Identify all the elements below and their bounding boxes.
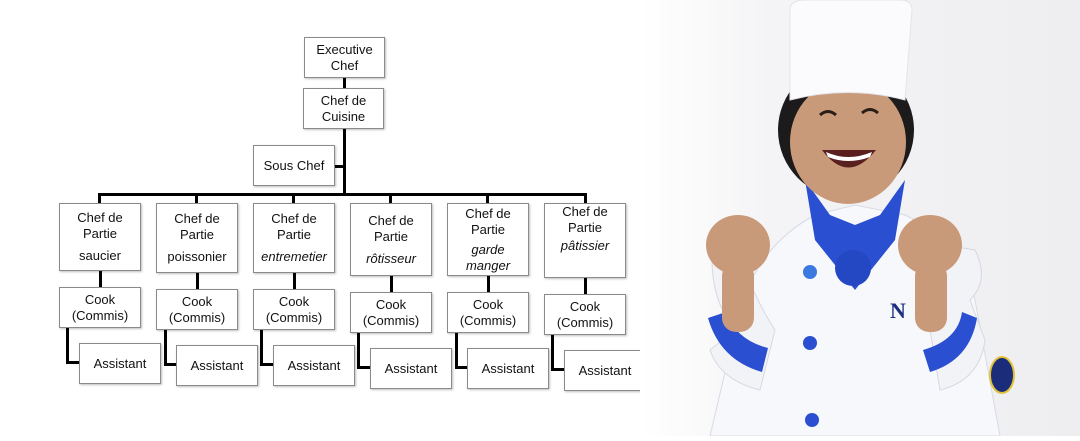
box-label: Assistant: [287, 357, 341, 373]
logo-text: N: [890, 298, 906, 323]
cook-commis-box: Cook (Commis): [447, 292, 529, 333]
box-label: (Commis): [556, 314, 614, 330]
connector: [551, 334, 554, 371]
specialty-label: entremetier: [261, 249, 327, 264]
box-label: Chef de: [271, 211, 317, 226]
box-label: Partie: [471, 221, 505, 237]
box-label: Partie: [374, 228, 408, 244]
chef-de-partie-garde-manger-box: Chef de Partie garde manger: [447, 203, 529, 276]
box-label: Chef de: [465, 205, 511, 221]
connector: [260, 363, 274, 366]
box-label: Chef de: [174, 211, 220, 226]
cook-commis-box: Cook (Commis): [350, 292, 432, 333]
specialty-label: saucier: [79, 248, 121, 263]
box-label: (Commis): [265, 309, 323, 325]
connector: [390, 276, 393, 293]
box-label: Assistant: [578, 362, 632, 378]
sous-chef-box: Sous Chef: [253, 145, 335, 186]
box-label: Assistant: [190, 357, 244, 373]
box-label: Cuisine: [321, 108, 366, 124]
connector: [584, 193, 587, 204]
box-label: Cook: [181, 293, 213, 309]
connector: [455, 332, 458, 369]
assistant-box: Assistant: [79, 343, 161, 384]
cook-commis-box: Cook (Commis): [253, 289, 335, 330]
connector: [551, 368, 565, 371]
connector: [164, 363, 178, 366]
box-label: Sous Chef: [263, 157, 325, 173]
cook-commis-box: Cook (Commis): [156, 289, 238, 330]
assistant-box: Assistant: [176, 345, 258, 386]
chef-photo: N: [640, 0, 1080, 437]
connector: [98, 193, 101, 204]
box-label: Cook: [375, 296, 407, 312]
connector: [343, 128, 346, 194]
box-label: (Commis): [362, 312, 420, 328]
box-label: (Commis): [459, 312, 517, 328]
kitchen-brigade-org-chart: Executive Chef Chef de Cuisine Sous Chef…: [59, 37, 646, 391]
connector: [195, 193, 198, 204]
assistant-box: Assistant: [564, 350, 646, 391]
box-label: Cook: [84, 291, 116, 307]
connector: [486, 193, 489, 204]
specialty-label: pâtissier: [560, 238, 610, 253]
box-label: Cook: [569, 298, 601, 314]
box-label: Assistant: [481, 360, 535, 376]
assistant-box: Assistant: [370, 348, 452, 389]
box-label: Partie: [83, 226, 117, 241]
specialty-label: rôtisseur: [366, 250, 416, 266]
connector: [487, 276, 490, 293]
connector: [357, 366, 371, 369]
box-label: Partie: [277, 227, 311, 242]
cook-commis-box: Cook (Commis): [544, 294, 626, 335]
connector: [293, 273, 296, 290]
chef-illustration-icon: N: [706, 0, 1015, 437]
connector: [389, 193, 392, 204]
box-label: Chef de: [77, 210, 123, 225]
chef-de-partie-rotisseur-box: Chef de Partie rôtisseur: [350, 203, 432, 276]
connector: [292, 193, 295, 204]
box-label: Chef de: [368, 212, 414, 228]
box-label: Assistant: [93, 355, 147, 371]
connector: [164, 329, 167, 366]
box-label: (Commis): [168, 309, 226, 325]
chef-de-partie-patissier-box: Chef de Partie pâtissier: [544, 203, 626, 278]
connector: [334, 165, 344, 168]
connector: [99, 271, 102, 288]
connector: [66, 327, 69, 364]
specialty-label: poissonier: [167, 249, 227, 264]
box-label: Chef de: [562, 204, 608, 219]
box-label: Chef: [330, 57, 359, 73]
assistant-box: Assistant: [273, 345, 355, 386]
connector: [260, 329, 263, 366]
chef-de-partie-saucier-box: Chef de Partie saucier: [59, 203, 141, 271]
chef-de-partie-entremetier-box: Chef de Partie entremetier: [253, 203, 335, 273]
box-label: (Commis): [71, 307, 129, 323]
connector: [455, 366, 469, 369]
chef-de-partie-poissonier-box: Chef de Partie poissonier: [156, 203, 238, 273]
box-label: Partie: [568, 220, 602, 235]
connector: [343, 77, 346, 89]
executive-chef-box: Executive Chef: [304, 37, 385, 78]
box-label: Executive: [316, 41, 373, 57]
connector: [196, 273, 199, 290]
chef-de-cuisine-box: Chef de Cuisine: [303, 88, 384, 129]
cook-commis-box: Cook (Commis): [59, 287, 141, 328]
connector: [357, 332, 360, 369]
box-label: Chef de: [320, 92, 367, 108]
connector: [584, 278, 587, 295]
connector: [98, 193, 587, 196]
specialty-label: garde manger: [465, 241, 511, 273]
box-label: Cook: [278, 293, 310, 309]
assistant-box: Assistant: [467, 348, 549, 389]
box-label: Partie: [180, 227, 214, 242]
box-label: Cook: [472, 296, 504, 312]
connector: [66, 361, 80, 364]
box-label: Assistant: [384, 360, 438, 376]
